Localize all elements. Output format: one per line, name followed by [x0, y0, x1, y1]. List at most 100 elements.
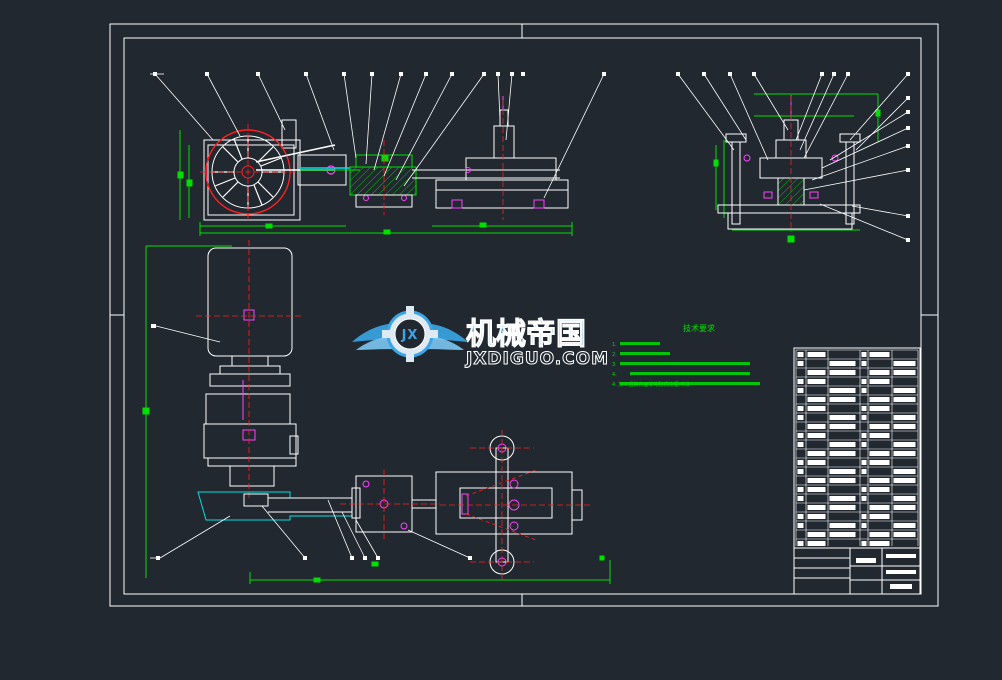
emblem-letters: JX — [401, 328, 419, 343]
gear-wings-emblem-icon: JX — [352, 306, 468, 362]
parts-list-cell-text — [829, 505, 856, 510]
parts-list-cell-text — [829, 397, 856, 402]
parts-list-cell-text — [893, 532, 916, 537]
parts-list-cell-text — [797, 388, 804, 393]
side-view-balloons — [676, 72, 910, 242]
tech-notes-title: 技术要求 — [683, 323, 715, 333]
tech-note-line-3: 3. — [612, 362, 617, 368]
parts-list-cell-text — [861, 523, 867, 528]
parts-list-cell-text — [893, 424, 916, 429]
parts-list-cell-text — [869, 433, 890, 438]
front-view-leaders — [150, 73, 605, 199]
parts-list-cell-text — [807, 379, 826, 384]
parts-list-cell-text — [829, 451, 856, 456]
parts-list-cell-text — [807, 514, 826, 519]
tech-note-line-2: 2. — [612, 352, 617, 358]
parts-list-cell-text — [829, 415, 856, 420]
parts-list-cell-text — [797, 442, 804, 447]
parts-list-cell-text — [893, 451, 916, 456]
watermark-logo: JX 机械帝国 JXDIGUO.COM — [352, 306, 609, 370]
wheel-rotor — [200, 124, 300, 222]
parts-list-cell-text — [829, 523, 856, 528]
parts-list-cell-text — [893, 397, 916, 402]
side-view — [676, 72, 910, 243]
parts-list-cell-text — [869, 424, 890, 429]
slider-block — [349, 140, 417, 215]
parts-list-cell-text — [869, 379, 890, 384]
parts-list-cell-text — [861, 469, 867, 474]
parts-list-cell-text — [861, 361, 867, 366]
tech-note-line-1: 1. — [612, 342, 617, 348]
parts-list-cell-text — [861, 487, 867, 492]
parts-list-cell-text — [797, 496, 804, 501]
parts-list-cell-text — [797, 487, 804, 492]
parts-list-cell-text — [807, 505, 826, 510]
parts-list-cell-text — [829, 424, 856, 429]
plan-view-dimensions — [142, 245, 611, 584]
parts-list-cell-text — [893, 478, 916, 483]
front-view-balloons — [153, 72, 606, 76]
parts-list-cell-text — [807, 352, 826, 357]
parts-list-cell-text — [869, 460, 890, 465]
parts-list-cell-text — [893, 496, 916, 501]
slide-table — [435, 96, 569, 220]
parts-list-cell-text — [797, 523, 804, 528]
parts-list-cell-text — [893, 370, 916, 375]
parts-list-cell-text — [807, 460, 826, 465]
parts-list-cell-text — [869, 451, 890, 456]
parts-list-cell-text — [869, 478, 890, 483]
side-frame — [717, 95, 861, 232]
parts-list-cell-text — [829, 370, 856, 375]
connecting-rod — [255, 144, 360, 175]
technical-requirements: 技术要求 1. 2. 3. 4. 4. 加工后做表面漆等防锈处理,喷漆 — [612, 323, 760, 388]
brand-chinese-name: 机械帝国 — [466, 317, 586, 352]
parts-list-cell-text — [869, 370, 890, 375]
parts-list-cell-text — [893, 388, 916, 393]
parts-list-cell-text — [861, 406, 867, 411]
parts-list-cell-text — [869, 514, 890, 519]
parts-list-cell-text — [807, 487, 826, 492]
parts-list-cell-text — [861, 442, 867, 447]
base-plate — [197, 470, 583, 540]
parts-list-cell-text — [797, 514, 804, 519]
parts-list-cell-text — [893, 469, 916, 474]
parts-list-cell-text — [861, 352, 867, 357]
parts-list-cell-text — [829, 442, 856, 447]
parts-list-cell-text — [807, 541, 826, 546]
parts-list-cell-text — [893, 415, 916, 420]
parts-list-cell-text — [807, 406, 826, 411]
parts-list-cell-text — [869, 487, 890, 492]
parts-list-cell-text — [829, 469, 856, 474]
parts-list-cell-text — [797, 469, 804, 474]
parts-list-cell-text — [893, 442, 916, 447]
parts-list-cell-text — [807, 451, 826, 456]
tech-note-line-4: 4. — [612, 372, 617, 378]
parts-list-cell-text — [893, 361, 916, 366]
parts-list-table — [795, 349, 919, 546]
tech-note-text-marks — [620, 342, 760, 385]
parts-list-cell-text — [797, 541, 804, 546]
parts-list-cell-text — [869, 406, 890, 411]
parts-list-cell-text — [807, 397, 826, 402]
parts-list-cell-text — [829, 496, 856, 501]
side-view-dimensions — [713, 93, 881, 243]
parts-list-cell-text — [829, 478, 856, 483]
parts-list-cell-text — [869, 541, 890, 546]
parts-list-cell-text — [869, 505, 890, 510]
parts-list-cell-text — [797, 415, 804, 420]
plan-view-leaders — [150, 325, 471, 559]
parts-list-cell-text — [869, 397, 890, 402]
parts-list-cell-text — [861, 541, 867, 546]
parts-list-cell-text — [797, 379, 804, 384]
parts-list-cell-text — [807, 424, 826, 429]
parts-list-cell-text — [861, 433, 867, 438]
parts-list-cell-text — [869, 532, 890, 537]
parts-list-cell-text — [807, 433, 826, 438]
parts-list-cell-text — [797, 406, 804, 411]
parts-list-cell-text — [797, 361, 804, 366]
parts-list-cell-text — [893, 505, 916, 510]
rocker-arm — [440, 430, 590, 580]
parts-list-cell-text — [807, 370, 826, 375]
push-rod — [412, 169, 560, 179]
